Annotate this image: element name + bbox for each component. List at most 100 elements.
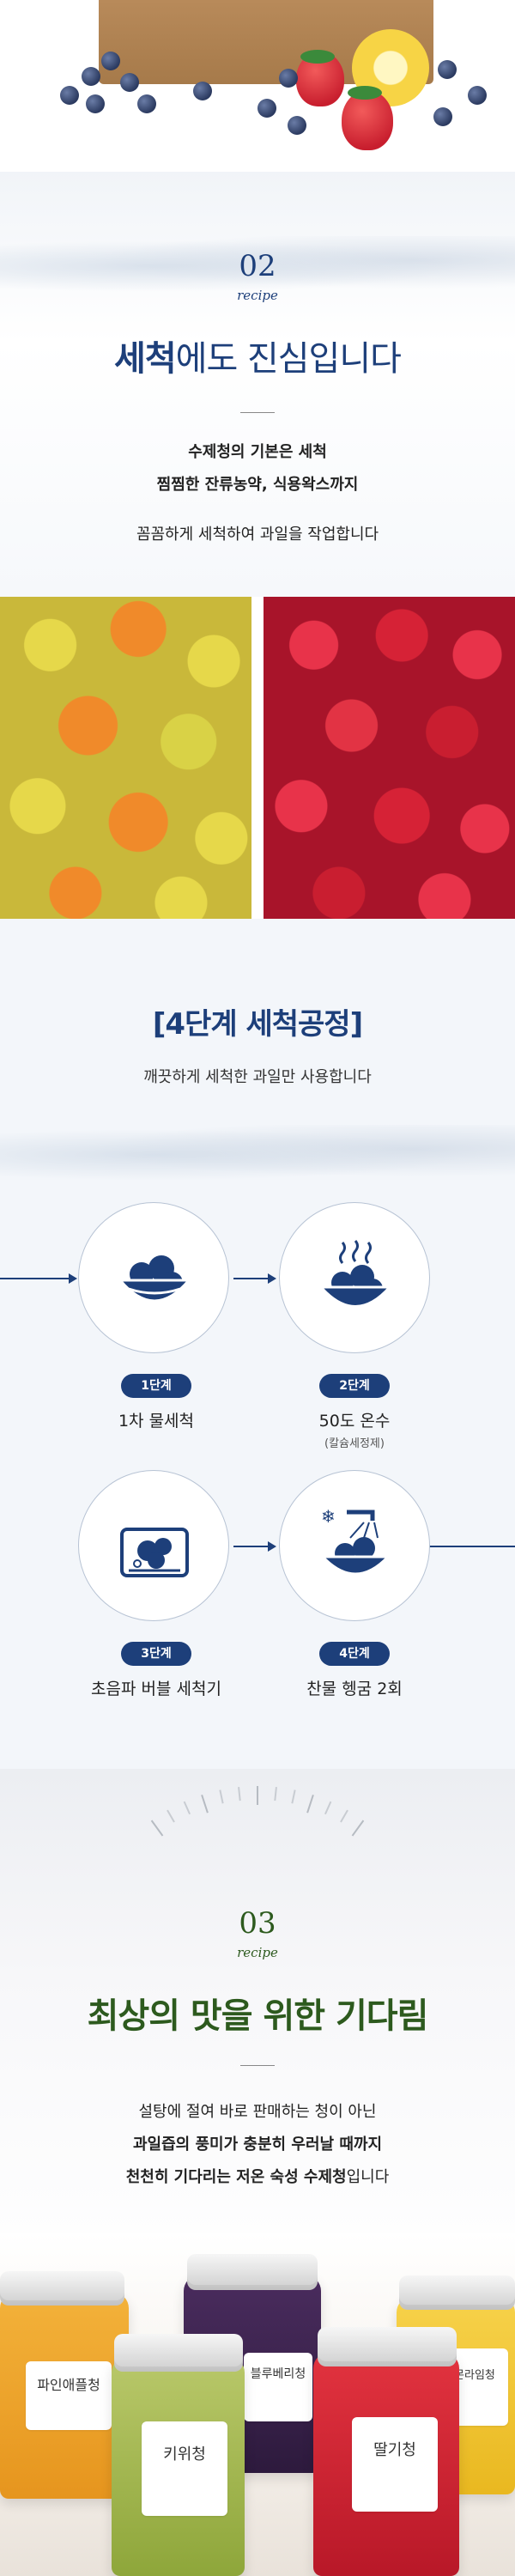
- description-line-3: 꼼꼼하게 세척하여 과일을 작업합니다: [136, 526, 379, 544]
- divider: [240, 412, 275, 413]
- strawberry-leaf: [348, 86, 382, 100]
- step-2-badge: 2단계: [319, 1374, 390, 1398]
- arrow-right-icon: [268, 1541, 276, 1552]
- clock-tick: [219, 1789, 224, 1804]
- clock-tick: [340, 1809, 348, 1823]
- section-headline: 세척에도 진심입니다: [0, 331, 515, 380]
- citrus-washing-photo: [0, 597, 251, 919]
- step-1-label: 1차 물세척: [118, 1412, 195, 1431]
- clock-tick: [351, 1820, 365, 1837]
- kiwi-jar: 키위청: [112, 2357, 245, 2576]
- blueberry: [258, 99, 276, 118]
- clock-tick: [183, 1801, 191, 1815]
- blueberry: [438, 60, 457, 79]
- strawberry-jar: 딸기청: [313, 2353, 459, 2576]
- clock-tick: [306, 1794, 314, 1814]
- process-title: [4단계 세척공정]: [152, 1007, 363, 1042]
- clock-tick: [201, 1794, 209, 1814]
- svg-text:❄: ❄: [321, 1506, 336, 1527]
- blueberry: [120, 73, 139, 92]
- jar-label: 파인애플청: [26, 2361, 112, 2430]
- bowl-fruit-icon: [117, 1255, 192, 1303]
- description-line-1: 설탕에 절여 바로 판매하는 청이 아닌: [138, 2103, 377, 2121]
- flow-arrow: [233, 1278, 268, 1279]
- step-1-illustration: [78, 1202, 229, 1353]
- jar-lid: [114, 2334, 243, 2372]
- clock-tick: [167, 1809, 175, 1823]
- highlight-text: 천천히 기다리는 저온 숙성 수제청: [125, 2168, 347, 2186]
- jar-label-text: 파인애플청: [37, 2377, 100, 2393]
- cold-rinse-icon: ❄: [319, 1506, 391, 1576]
- description-line-2: 찜찜한 잔류농약, 식용왁스까지: [156, 476, 359, 494]
- trailing-text: 입니다: [346, 2168, 390, 2186]
- recipe-label: recipe: [237, 1945, 278, 1960]
- washing-section: 02 recipe 세척에도 진심입니다 수제청의 기본은 세척 찜찜한 잔류농…: [0, 172, 515, 597]
- step-4-badge: 4단계: [319, 1642, 390, 1666]
- strawberry-leaf: [300, 50, 335, 64]
- step-4-illustration: ❄: [279, 1470, 430, 1621]
- step-3-label: 초음파 버블 세척기: [91, 1680, 221, 1698]
- blueberry: [60, 86, 79, 105]
- jar-label: 블루베리청: [244, 2353, 312, 2421]
- blueberry: [82, 67, 100, 86]
- headline-highlight: 세척: [114, 339, 177, 379]
- jar-lid: [187, 2254, 318, 2290]
- step-3-badge: 3단계: [121, 1642, 191, 1666]
- flow-arrow: [429, 1546, 515, 1547]
- recipe-label: recipe: [237, 288, 278, 303]
- clock-tick: [238, 1787, 241, 1801]
- strawberry-washing-photo: [264, 597, 515, 919]
- pineapple-jar: 파인애플청: [0, 2293, 129, 2499]
- water-splash: [0, 1125, 515, 1185]
- flow-arrow: [233, 1546, 268, 1547]
- blueberry: [137, 94, 156, 113]
- blueberry: [288, 116, 306, 135]
- step-3-illustration: [78, 1470, 229, 1621]
- description-line-2: 과일즙의 풍미가 충분히 우러날 때까지: [132, 2136, 383, 2154]
- step-2-note: (칼슘세정제): [324, 1437, 385, 1450]
- blueberry: [433, 107, 452, 126]
- blueberry: [86, 94, 105, 113]
- jar-label-text: 딸기청: [373, 2441, 416, 2459]
- process-subtitle: 깨끗하게 세척한 과일만 사용합니다: [143, 1068, 372, 1086]
- jar-label: 키위청: [142, 2421, 227, 2516]
- clock-tick: [257, 1786, 258, 1805]
- jar-label: 딸기청: [352, 2417, 438, 2512]
- flow-arrow: [0, 1278, 69, 1279]
- jar-lid: [399, 2275, 515, 2310]
- jar-lid: [318, 2327, 457, 2366]
- step-4-label: 찬물 헹굼 2회: [306, 1680, 403, 1698]
- strawberry: [342, 90, 393, 150]
- fruit-box-photo: [0, 0, 515, 172]
- section-number: 03: [239, 1906, 276, 1941]
- product-jars-photo: 파인애플청 블루베리청 레몬라임청 키위청 딸기청: [0, 2233, 515, 2576]
- step-1-badge: 1단계: [121, 1374, 191, 1398]
- jar-label-text: 키위청: [163, 2445, 206, 2464]
- blueberry: [101, 52, 120, 70]
- clock-tick: [324, 1801, 332, 1815]
- clock-tick: [150, 1820, 164, 1837]
- description-line-3: 천천히 기다리는 저온 숙성 수제청입니다: [0, 2165, 515, 2187]
- arrow-right-icon: [268, 1273, 276, 1284]
- clock-tick: [274, 1787, 277, 1801]
- headline-rest: 에도 진심입니다: [175, 339, 402, 379]
- description-line-1: 수제청의 기본은 세척: [188, 443, 327, 461]
- step-2-label: 50도 온수: [318, 1412, 391, 1431]
- washing-photos: [0, 597, 515, 919]
- hot-water-bowl-icon: [318, 1240, 393, 1308]
- divider: [240, 2065, 275, 2066]
- jar-lid: [0, 2271, 124, 2306]
- washing-process-section: [4단계 세척공정] 깨끗하게 세척한 과일만 사용합니다 1단계 1차 물세척: [0, 919, 515, 1769]
- step-2-illustration: [279, 1202, 430, 1353]
- water-splash: [0, 236, 515, 296]
- blueberry: [468, 86, 487, 105]
- aging-section: 03 recipe 최상의 맛을 위한 기다림 설탕에 절여 바로 판매하는 청…: [0, 1769, 515, 2284]
- jar-label-text: 블루베리청: [250, 2367, 306, 2381]
- ultrasonic-washer-icon: [120, 1528, 189, 1577]
- arrow-right-icon: [69, 1273, 77, 1284]
- section-number: 02: [239, 249, 276, 283]
- section-headline: 최상의 맛을 위한 기다림: [87, 1996, 429, 2036]
- clock-tick: [291, 1789, 296, 1804]
- blueberry: [279, 69, 298, 88]
